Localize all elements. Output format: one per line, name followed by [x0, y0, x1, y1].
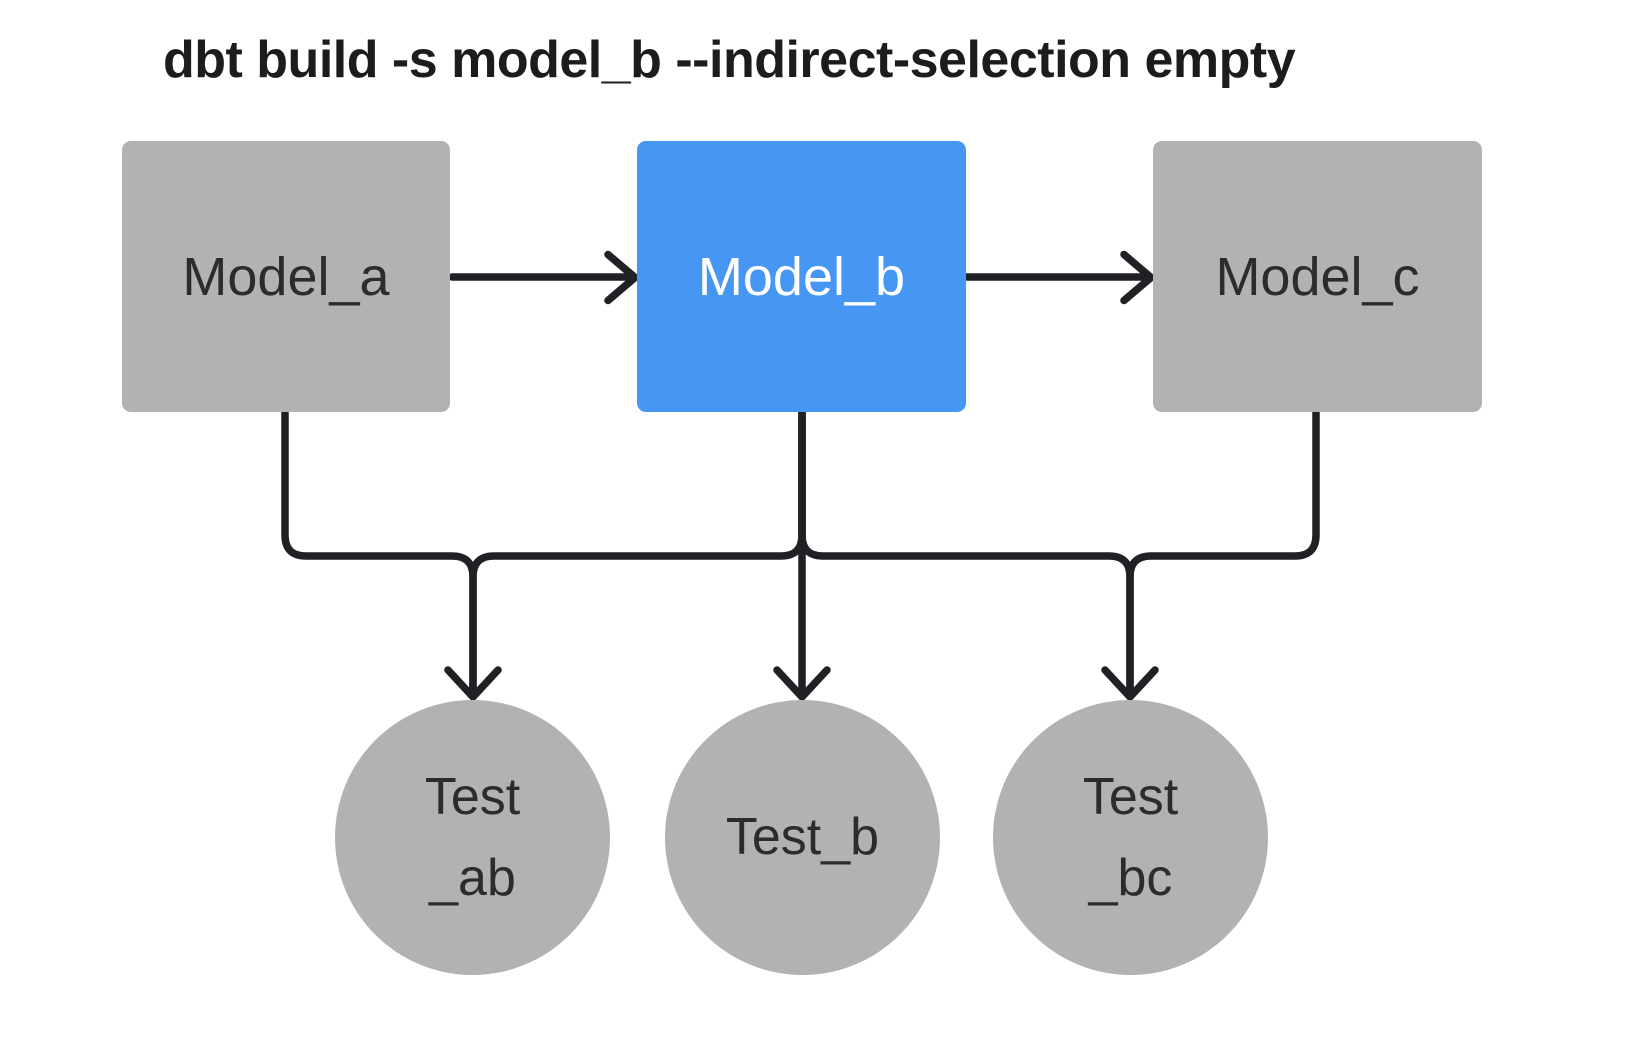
node-model-c-label: Model_c	[1215, 246, 1420, 307]
node-test-ab-label-line2: _ab	[429, 848, 516, 907]
node-model-b: Model_b	[637, 141, 966, 412]
arrowhead-right-icon	[604, 250, 639, 305]
node-model-c: Model_c	[1153, 141, 1482, 412]
node-test-bc-label-line2: _bc	[1088, 848, 1173, 907]
edge-model-b-to-test-bc	[798, 408, 1134, 698]
node-test-bc-label-line1: Test	[1082, 767, 1179, 826]
node-test-b: Test_b	[665, 700, 940, 975]
edge-model-b-to-test-ab	[469, 408, 806, 698]
node-test-b-label: Test_b	[725, 808, 880, 866]
node-test-bc: Test _bc	[993, 700, 1268, 975]
arrowhead-down-icon	[444, 666, 502, 701]
edge-model-a-to-model-b	[448, 250, 639, 305]
node-model-a: Model_a	[122, 141, 450, 412]
edge-model-b-to-model-c	[963, 250, 1155, 305]
node-test-ab: Test _ab	[335, 700, 610, 975]
node-test-ab-label-line1: Test	[424, 767, 521, 826]
edge-model-a-to-test-ab	[281, 408, 477, 698]
diagram-title: dbt build -s model_b --indirect-selectio…	[163, 31, 1296, 89]
arrowhead-down-icon	[773, 666, 831, 701]
edge-model-c-to-test-bc	[1126, 408, 1320, 698]
node-model-a-label: Model_a	[182, 246, 390, 307]
arrowhead-down-icon	[1101, 666, 1159, 701]
node-model-b-label: Model_b	[697, 246, 906, 307]
arrowhead-right-icon	[1120, 250, 1155, 305]
